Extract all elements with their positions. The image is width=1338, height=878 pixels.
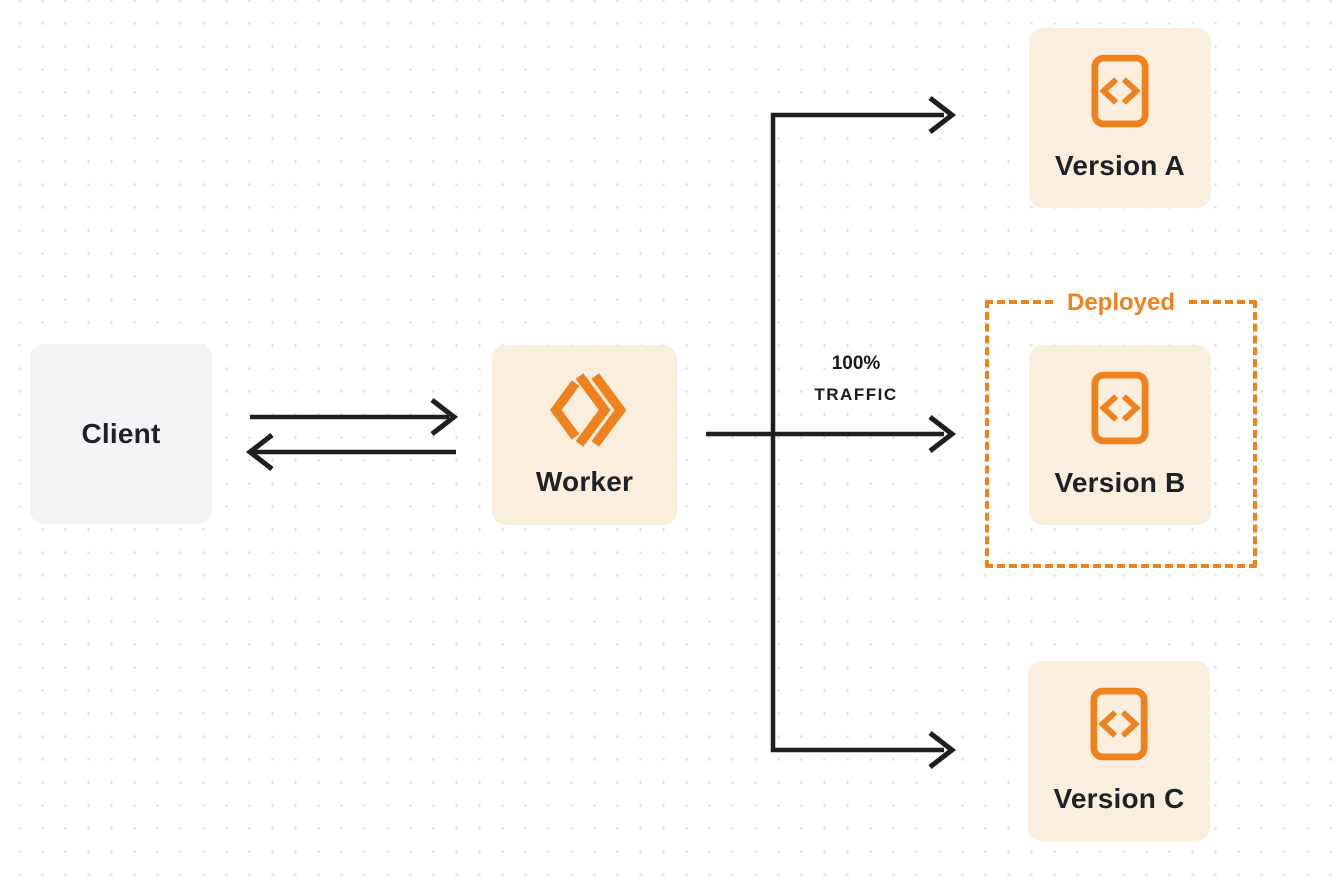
- version-c-label: Version C: [1053, 783, 1185, 814]
- worker-node: Worker: [492, 345, 677, 525]
- code-file-icon: [1091, 371, 1149, 445]
- version-c-node: Version C: [1028, 661, 1210, 841]
- client-node: Client: [30, 344, 212, 524]
- traffic-word: TRAFFIC: [814, 385, 898, 404]
- code-file-icon: [1090, 687, 1148, 761]
- arrowhead-version-c: [928, 731, 957, 769]
- version-b-node: Version B: [1029, 345, 1211, 525]
- version-a-label: Version A: [1055, 150, 1185, 181]
- traffic-percent: 100%: [831, 353, 881, 374]
- deployed-frame: Deployed: [985, 287, 1257, 568]
- code-file-icon: [1091, 54, 1149, 128]
- version-a-node: Version A: [1029, 28, 1211, 208]
- arrowhead-version-a: [928, 96, 957, 134]
- arrow-trunk-worker-to-versions: [706, 96, 957, 769]
- arrow-client-to-worker: [250, 398, 459, 436]
- workers-logo-icon: [549, 373, 626, 447]
- arrow-worker-to-client: [245, 433, 456, 471]
- client-label: Client: [81, 418, 161, 449]
- arrowhead-version-b: [928, 415, 957, 453]
- deployed-label: Deployed: [1054, 287, 1188, 318]
- worker-label: Worker: [535, 466, 634, 497]
- traffic-label: 100% TRAFFIC: [788, 348, 924, 410]
- version-b-label: Version B: [1054, 467, 1186, 498]
